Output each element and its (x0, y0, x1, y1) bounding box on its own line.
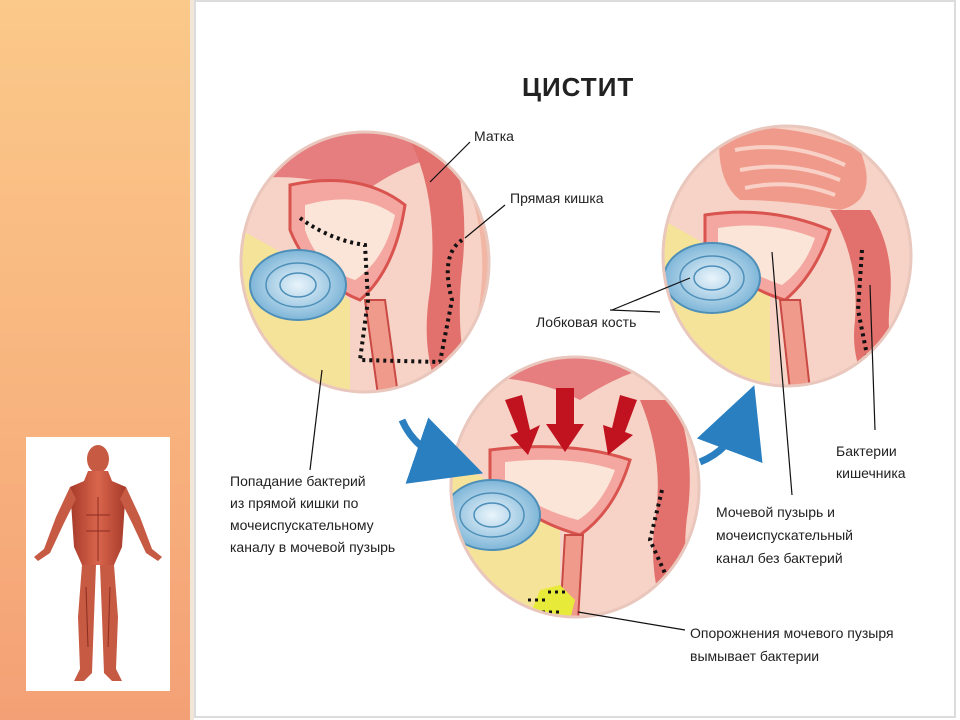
label-flush: Опорожнения мочевого пузыря вымывает бак… (690, 625, 897, 664)
anatomy-circle-flushing (449, 355, 701, 619)
label-entry-line: каналу в мочевой пузырь (230, 539, 395, 555)
diagram-title: ЦИСТИТ (522, 72, 634, 102)
label-clean-line: Мочевой пузырь и (716, 504, 835, 520)
human-muscle-figure-icon (34, 445, 162, 681)
label-clean: Мочевой пузырь и мочеиспускательный кана… (716, 504, 857, 566)
label-clean-line: мочеиспускательный (716, 527, 853, 543)
label-clean-line: канал без бактерий (716, 550, 843, 566)
curved-arrow-icon (398, 417, 484, 484)
leader-lines (309, 141, 876, 631)
label-entry-line: Попадание бактерий (230, 473, 366, 489)
anatomy-thumbnail (26, 437, 170, 691)
label-entry-line: из прямой кишки по (230, 495, 359, 511)
label-uterus: Матка (474, 128, 514, 144)
slide-frame (194, 0, 956, 718)
label-pubic-bone: Лобковая кость (536, 314, 636, 330)
label-gut-bacteria: Бактерии кишечника (836, 443, 906, 481)
label-flush-line: вымывает бактерии (690, 648, 819, 664)
panel-divider (190, 0, 194, 720)
label-gut-bacteria-line: Бактерии (836, 443, 897, 459)
label-flush-line: Опорожнения мочевого пузыря (690, 625, 894, 641)
anatomy-circle-infected (239, 130, 491, 394)
anatomy-circle-healthy (661, 124, 913, 388)
label-entry: Попадание бактерий из прямой кишки по мо… (230, 473, 395, 555)
down-arrow-icon (505, 388, 637, 455)
curved-arrow-icon (696, 385, 763, 466)
label-gut-bacteria-line: кишечника (836, 465, 906, 481)
label-rectum: Прямая кишка (510, 190, 604, 206)
label-entry-line: мочеиспускательному (230, 517, 374, 533)
